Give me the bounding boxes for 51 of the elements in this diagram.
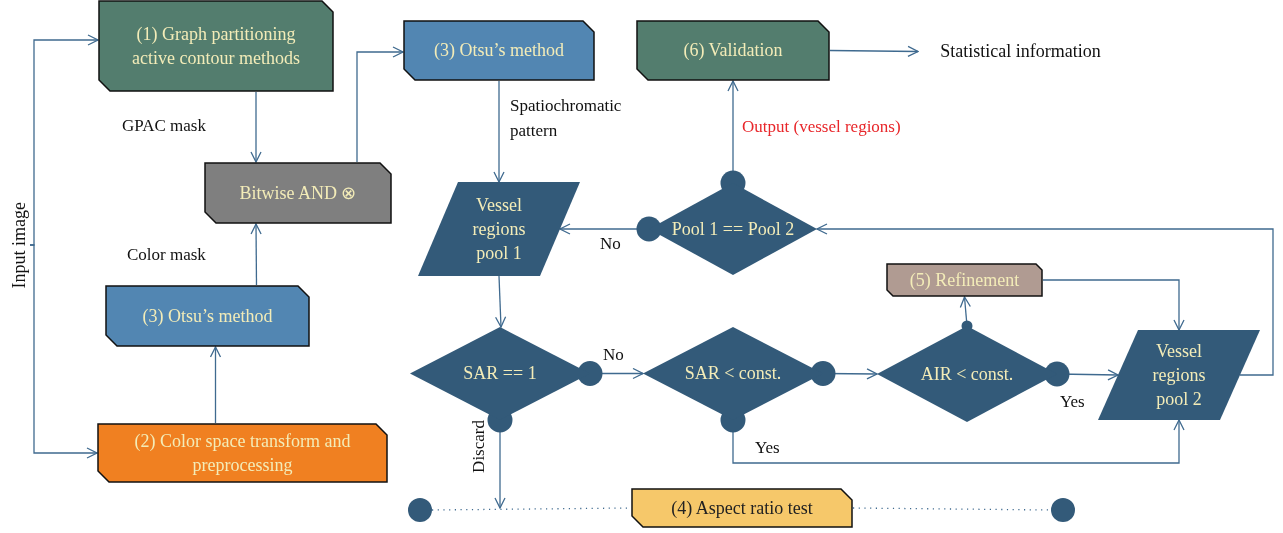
shape-label: (1) Graph partitioning active contour methods (131, 22, 301, 70)
arrow (250, 223, 262, 286)
data-parallelogram (418, 182, 580, 276)
shape-label: SAR < const. (684, 362, 782, 386)
process-box (204, 162, 392, 224)
connector-circle (408, 498, 432, 522)
arrow (816, 223, 1274, 376)
shape-label: Vessel regions pool 1 (471, 193, 527, 266)
arrow (1044, 361, 1119, 387)
flow-text: Statistical information (940, 39, 1101, 63)
process-box (98, 0, 334, 92)
shape-label: (3) Otsu’s method (142, 304, 273, 328)
shape-label: (5) Refinement (909, 268, 1020, 292)
arrow (250, 91, 262, 163)
process-box (886, 263, 1043, 297)
arrow (29, 244, 98, 459)
edge-label: No (600, 233, 621, 255)
arrow (356, 46, 404, 163)
edge-label: Yes (1060, 391, 1085, 413)
arrow (1042, 279, 1185, 331)
connector-circle (1051, 498, 1075, 522)
edge-label: Yes (755, 437, 780, 459)
edge-label: Color mask (127, 244, 206, 266)
process-box (403, 20, 595, 81)
process-box (631, 488, 853, 528)
arrow (577, 361, 644, 386)
shape-label: (3) Otsu’s method (434, 39, 564, 63)
shape-label: AIR < const. (920, 362, 1014, 386)
arrow (559, 216, 662, 242)
arrow (209, 346, 222, 424)
edge-label: Spatiochromatic pattern (510, 95, 623, 142)
arrow (829, 45, 919, 58)
arrow (493, 80, 505, 183)
shape-label: Pool 1 == Pool 2 (671, 217, 795, 241)
data-parallelogram (1098, 330, 1260, 420)
flow-text: Input image (7, 201, 30, 289)
shape-label: (6) Validation (683, 39, 783, 63)
shape-label: Vessel regions pool 2 (1151, 339, 1207, 412)
process-box (97, 423, 388, 483)
process-box (105, 285, 310, 347)
arrow (494, 275, 507, 328)
shape-label: (2) Color space transform and preprocessing (133, 429, 352, 477)
edge-label: Discard (468, 420, 489, 473)
arrow (810, 361, 878, 386)
edge-label: No (603, 344, 624, 366)
edge-label: GPAC mask (122, 115, 206, 137)
shape-label: Bitwise AND ⊗ (239, 181, 357, 205)
edge-label: Output (vessel regions) (742, 116, 901, 138)
shape-label: SAR == 1 (463, 362, 537, 386)
shape-label: (4) Aspect ratio test (671, 496, 813, 520)
process-box (636, 20, 830, 81)
